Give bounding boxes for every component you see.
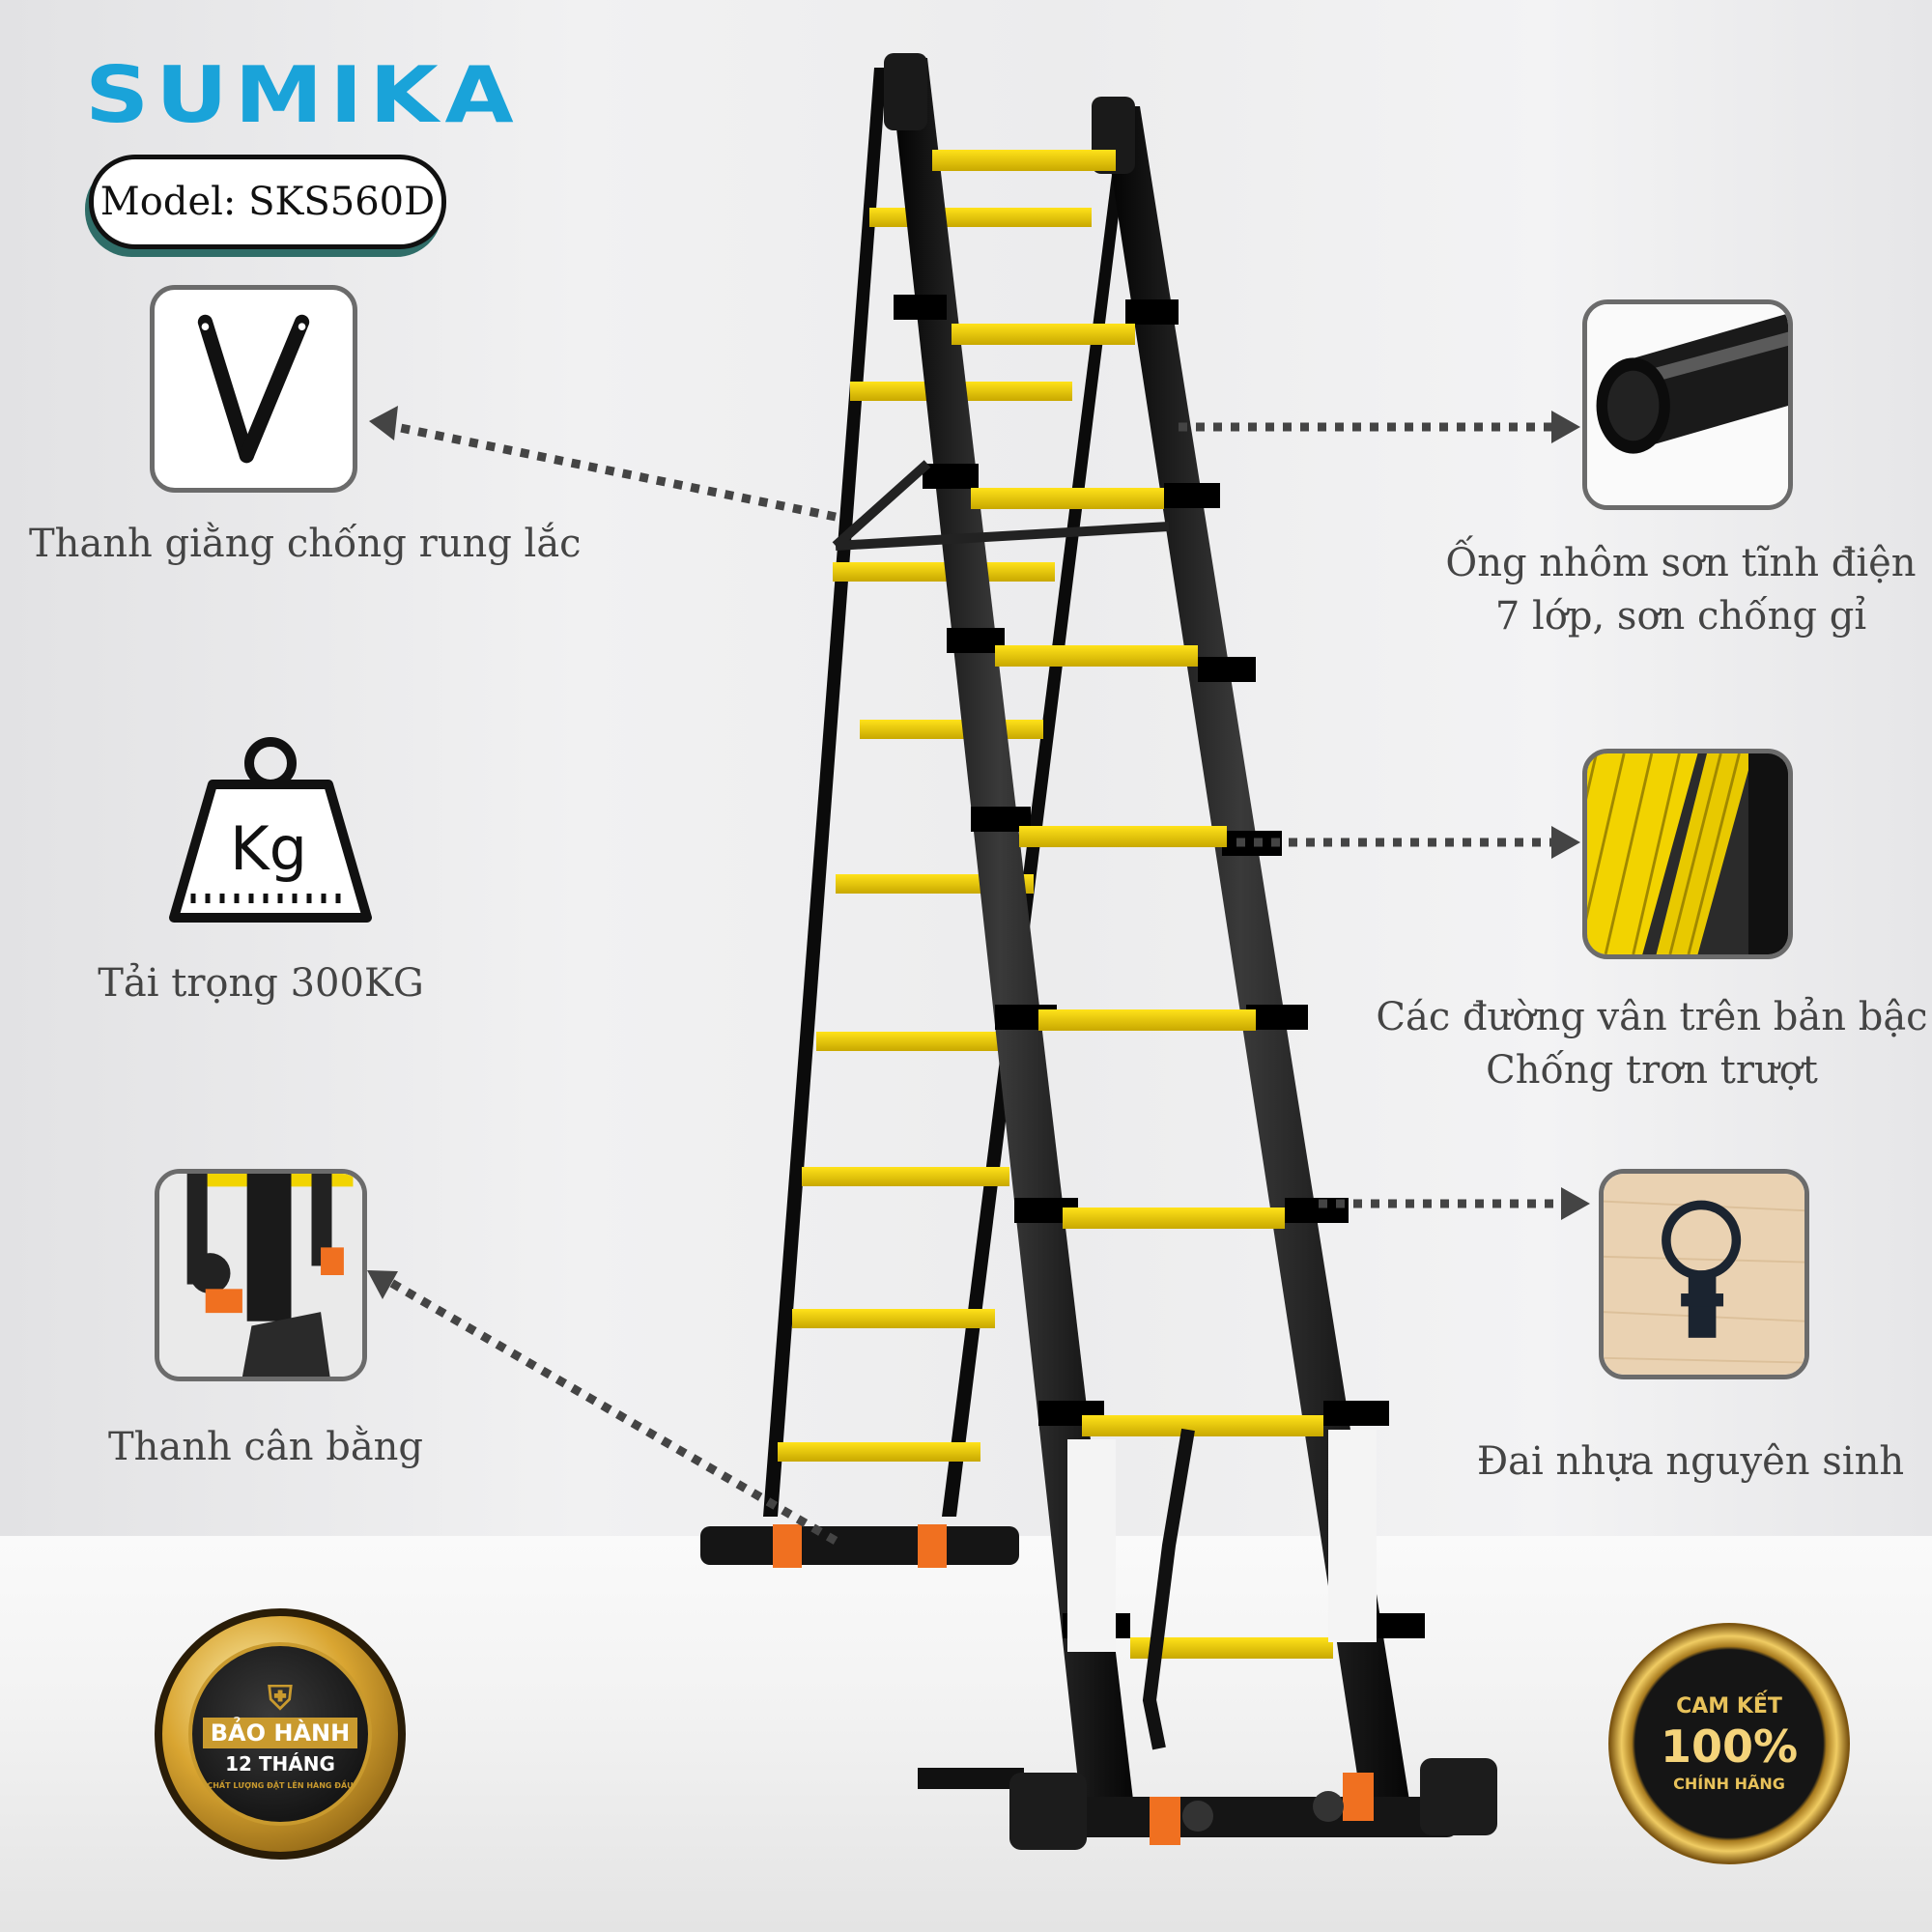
model-pill: Model: SKS560D [89, 155, 446, 249]
step-label-line2: Chống trơn trượt [1486, 1048, 1818, 1093]
tube-label-line2: 7 lớp, sơn chống gỉ [1494, 594, 1867, 639]
shield-icon: ⛨ [268, 1678, 293, 1718]
clamp-photo [1604, 1174, 1804, 1375]
step-photo-box [1582, 749, 1793, 959]
brace-icon [197, 314, 310, 464]
genuine-line3: CHÍNH HÃNG [1673, 1775, 1785, 1793]
clamp-label: Đai nhựa nguyên sinh [1476, 1439, 1905, 1484]
genuine-line1: CAM KẾT [1676, 1694, 1782, 1719]
brace-icon-box [150, 285, 357, 493]
load-label: Tải trọng 300KG [98, 961, 424, 1006]
brand-logo: SUMIKA [85, 50, 521, 140]
stabilizer-label: Thanh cân bằng [107, 1425, 424, 1469]
step-photo [1587, 753, 1788, 954]
warranty-line2: 12 THÁNG [225, 1751, 335, 1776]
tube-label-line1: Ống nhôm sơn tĩnh điện [1445, 541, 1917, 585]
model-label: Model: SKS560D [99, 180, 436, 224]
weight-icon-text: Kg [230, 813, 308, 884]
genuine-line2: 100% [1660, 1720, 1799, 1773]
warranty-ring-text: CHẤT LƯỢNG ĐẶT LÊN HÀNG ĐẦU [207, 1780, 354, 1790]
tube-photo-box [1582, 299, 1793, 510]
warranty-badge: ⛨ BẢO HÀNH 12 THÁNG CHẤT LƯỢNG ĐẶT LÊN H… [155, 1608, 406, 1860]
clamp-photo-box [1599, 1169, 1809, 1379]
genuine-badge: CAM KẾT 100% CHÍNH HÃNG [1608, 1623, 1850, 1864]
warranty-line1: BẢO HÀNH [202, 1717, 358, 1748]
step-label-line1: Các đường vân trên bản bậc [1376, 995, 1928, 1039]
brace-label: Thanh giằng chống rung lắc [29, 522, 582, 566]
ladder-brace [832, 460, 1170, 551]
tube-photo [1587, 304, 1788, 505]
stabilizer-photo-box [155, 1169, 367, 1381]
back-ladder-section [700, 68, 1132, 1568]
stabilizer-photo [159, 1174, 362, 1377]
pointer-arrows [384, 420, 1565, 1545]
weight-icon [169, 737, 372, 923]
